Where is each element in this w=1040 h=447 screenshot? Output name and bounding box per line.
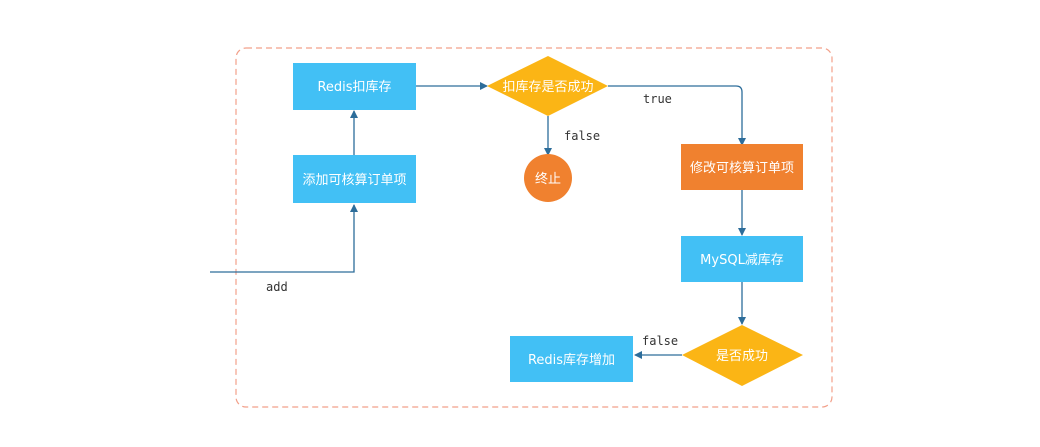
node-add-item[interactable]: 添加可核算订单项 <box>293 155 416 203</box>
svg-text:是否成功: 是否成功 <box>716 349 768 364</box>
svg-text:Redis库存增加: Redis库存增加 <box>528 352 615 368</box>
label-true: true <box>643 92 672 106</box>
decision-is-success[interactable]: 是否成功 <box>682 325 803 386</box>
svg-text:终止: 终止 <box>535 171 561 187</box>
label-add: add <box>266 280 288 294</box>
label-false-bottom: false <box>642 334 678 348</box>
decision-deduct-success[interactable]: 扣库存是否成功 <box>487 56 608 116</box>
node-mysql-reduce[interactable]: MySQL减库存 <box>681 236 803 282</box>
node-end[interactable]: 终止 <box>524 154 572 202</box>
node-redis-increase[interactable]: Redis库存增加 <box>510 336 633 382</box>
svg-text:修改可核算订单项: 修改可核算订单项 <box>690 161 794 176</box>
svg-text:MySQL减库存: MySQL减库存 <box>700 252 784 268</box>
label-false-top: false <box>564 129 600 143</box>
edge-add <box>210 204 358 273</box>
node-redis-deduct[interactable]: Redis扣库存 <box>293 63 416 110</box>
svg-text:Redis扣库存: Redis扣库存 <box>317 79 391 95</box>
group-frame <box>235 47 833 408</box>
edge-decision-true <box>608 85 746 146</box>
svg-text:添加可核算订单项: 添加可核算订单项 <box>302 173 406 188</box>
svg-text:扣库存是否成功: 扣库存是否成功 <box>502 79 593 95</box>
edges <box>210 82 746 359</box>
node-modify-item[interactable]: 修改可核算订单项 <box>681 144 803 190</box>
